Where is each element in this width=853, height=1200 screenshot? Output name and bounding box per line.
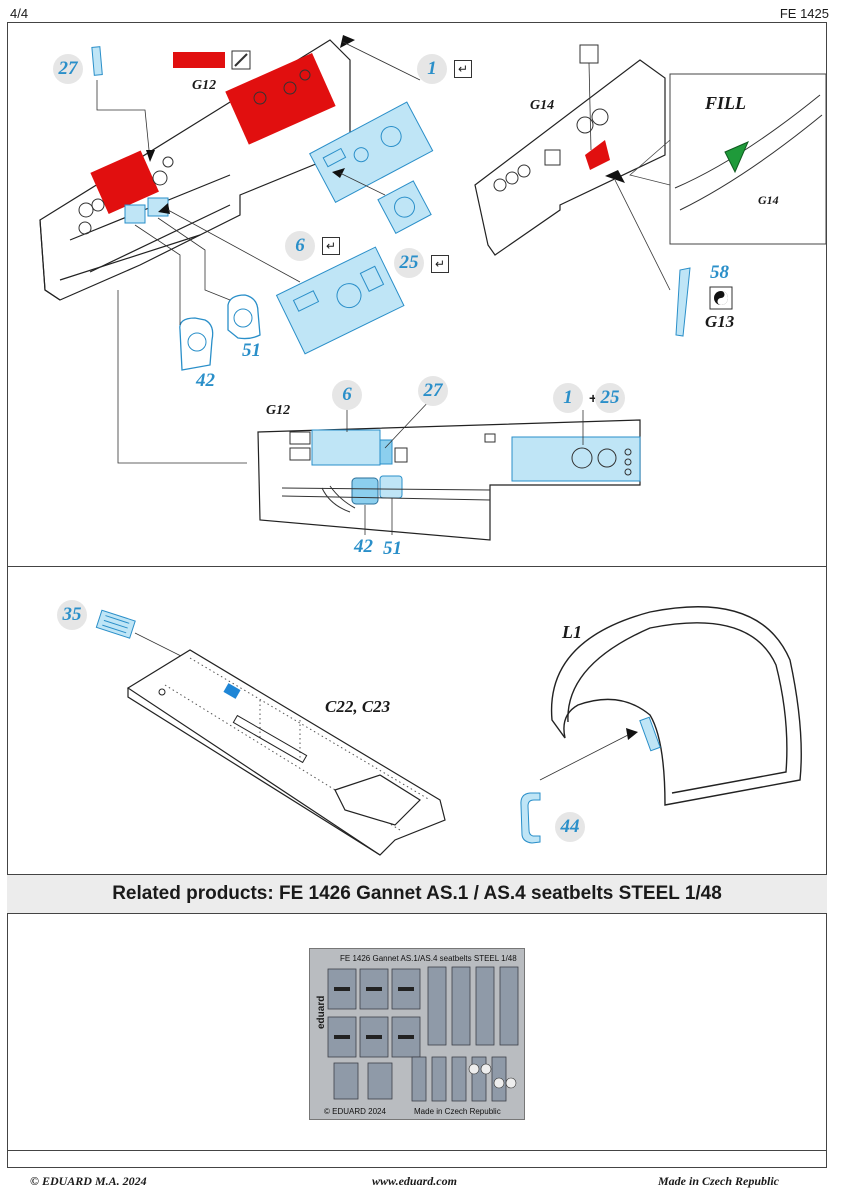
pe-part-44 <box>520 792 541 844</box>
part-number-58: 58 <box>710 262 729 283</box>
part-number-51: 51 <box>242 340 261 361</box>
part-callout-44: 44 <box>555 812 585 842</box>
pe-6-placement <box>311 429 381 466</box>
part-callout-1-detail: 1 <box>553 383 583 413</box>
plus-sign: + <box>589 390 598 406</box>
drill-icon <box>579 44 599 64</box>
page-number: 4/4 <box>10 6 29 21</box>
part-callout-27-detail: 27 <box>418 376 448 406</box>
pe-51-placement <box>379 475 403 499</box>
cockpit-panel-drawing <box>39 35 827 541</box>
part-callout-25: 25 <box>394 248 424 278</box>
footer-website[interactable]: www.eduard.com <box>372 1174 457 1188</box>
fill-label: FILL <box>705 93 747 113</box>
part-number-42-detail: 42 <box>354 536 373 557</box>
pe-part-6-panel <box>275 246 405 355</box>
fret-made-in: Made in Czech Republic <box>414 1107 501 1116</box>
pe-42-placement <box>351 477 379 505</box>
fill-green-triangle <box>724 141 749 174</box>
part-callout-1: 1 <box>417 54 447 84</box>
pe-part-51 <box>227 294 261 340</box>
instruction-frame <box>7 22 827 1168</box>
part-callout-25-detail: 25 <box>595 383 625 413</box>
fill-inset-box <box>669 73 827 245</box>
footer-made-in: Made in Czech Republic <box>658 1174 780 1188</box>
footer-copyright: © EDUARD M.A. 2024 <box>30 1174 147 1188</box>
part-label-g14: G14 <box>530 98 555 113</box>
part-callout-35: 35 <box>57 600 87 630</box>
photo-etch-fret: FE 1426 Gannet AS.1/AS.4 seatbelts STEEL… <box>309 948 525 1120</box>
red-switch-area <box>585 140 610 170</box>
part-callout-27: 27 <box>53 54 83 84</box>
part-label-g14-inset: G14 <box>758 193 779 207</box>
fret-copyright: © EDUARD 2024 <box>324 1107 386 1116</box>
product-code: FE 1425 <box>779 6 829 21</box>
red-panel-area <box>225 52 336 145</box>
floor-panel-shape <box>126 649 446 856</box>
pe-part-42 <box>179 317 214 371</box>
fret-title: FE 1426 Gannet AS.1/AS.4 seatbelts STEEL… <box>340 954 517 963</box>
red-panel-area <box>90 150 159 214</box>
part-label-g13: G13 <box>705 312 735 331</box>
part-number-42: 42 <box>196 370 215 391</box>
related-products-bar: Related products: FE 1426 Gannet AS.1 / … <box>7 874 827 914</box>
arrow-head <box>340 35 355 48</box>
part-callout-6: 6 <box>285 231 315 261</box>
pe-27-placement <box>379 439 393 465</box>
pe-part-25-panel <box>377 180 432 234</box>
pe-1-25-placement <box>511 436 641 482</box>
pe-part-42-placement <box>124 204 146 224</box>
part-label-l1: L1 <box>562 622 582 642</box>
pe-44-placement <box>639 716 661 752</box>
bend-icon: ↵ <box>431 255 449 273</box>
hood-shape <box>550 606 802 806</box>
part-number-51-detail: 51 <box>383 538 402 559</box>
part-label-c22-c23: C22, C23 <box>325 697 391 716</box>
footer-divider <box>7 1150 827 1151</box>
pe-part-58 <box>675 267 691 337</box>
section-divider <box>7 566 827 567</box>
part-label-g12: G12 <box>192 78 217 93</box>
pe-part-27-strip <box>91 46 103 76</box>
part-callout-6-detail: 6 <box>332 380 362 410</box>
red-color-chip <box>173 52 225 68</box>
bend-icon: ↵ <box>322 237 340 255</box>
fret-parts <box>327 966 519 1102</box>
pe-part-1-panel <box>309 101 434 203</box>
floor-and-hood-drawing <box>95 606 802 856</box>
pe-35-placement <box>223 683 241 699</box>
bend-icon: ↵ <box>454 60 472 78</box>
pe-part-35 <box>95 609 136 639</box>
right-console-shape <box>474 59 666 256</box>
part-label-g12-detail: G12 <box>266 403 291 418</box>
